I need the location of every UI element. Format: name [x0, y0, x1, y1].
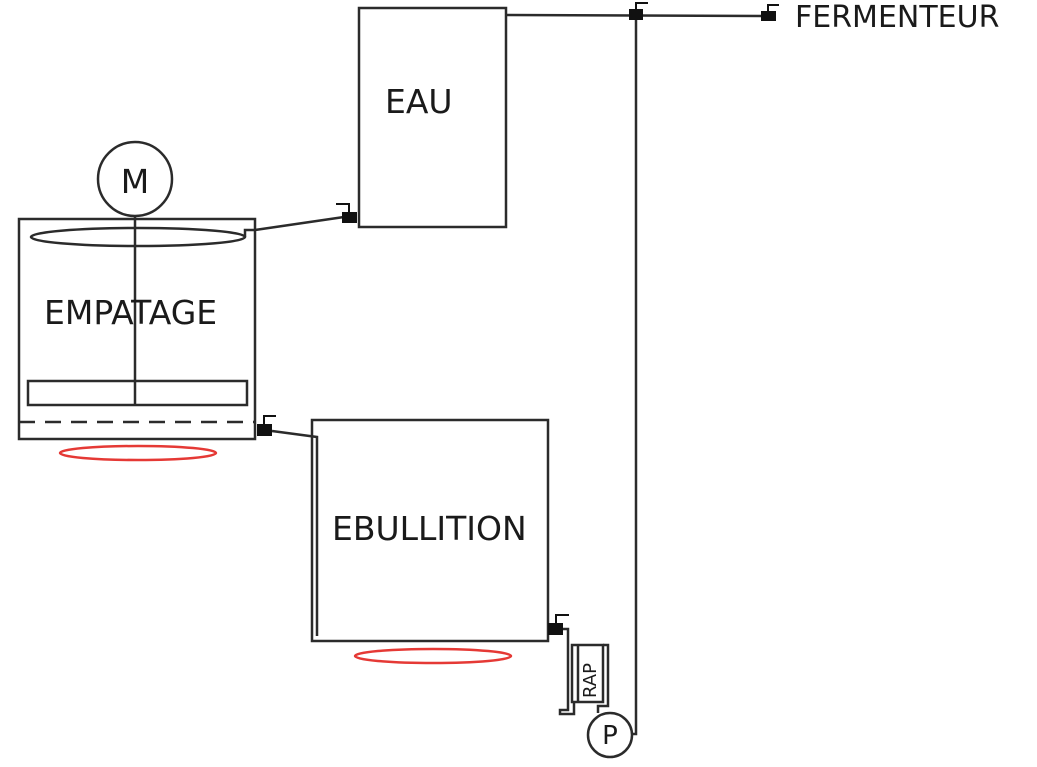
pipe-pump-to-tee [631, 20, 638, 736]
rap-outline-inner [576, 643, 610, 713]
empatage-label: EMPATAGE [44, 293, 217, 332]
pump-label: P [602, 721, 618, 751]
eau-outlet-valve-handle [336, 203, 350, 212]
fermenteur-valve [761, 11, 776, 21]
ebullition-outlet-valve [548, 623, 563, 635]
eau-tank [357, 6, 508, 229]
ebullition-tank [310, 418, 550, 643]
ebullition-label: EBULLITION [332, 509, 527, 548]
empatage-heater [58, 444, 218, 462]
pipe-empatage-to-ebullition [271, 429, 319, 636]
tee-valve-handle [635, 2, 648, 9]
ebullition-outlet-valve-handle [555, 614, 569, 623]
pipe-ebullition-to-rap [558, 627, 576, 716]
fermenteur-valve-handle [767, 4, 779, 11]
pipe-empatage-to-eau [254, 215, 345, 232]
tee-valve [629, 9, 643, 20]
stirrer-paddle [26, 379, 249, 407]
eau-label: EAU [385, 82, 453, 121]
ebullition-heater [353, 647, 513, 665]
empatage-outlet-valve-handle [263, 415, 276, 424]
sparge-ring [29, 226, 247, 248]
empatage-outlet-valve [257, 424, 272, 436]
rap-label: RAP [580, 663, 601, 698]
pump [586, 711, 634, 759]
rap-box [570, 643, 605, 704]
sparge-ring-riser [243, 228, 255, 237]
empatage-tank [17, 217, 257, 441]
eau-outlet-valve [342, 212, 357, 223]
fermenteur-label: FERMENTEUR [795, 0, 999, 35]
motor-label: M [121, 162, 149, 201]
